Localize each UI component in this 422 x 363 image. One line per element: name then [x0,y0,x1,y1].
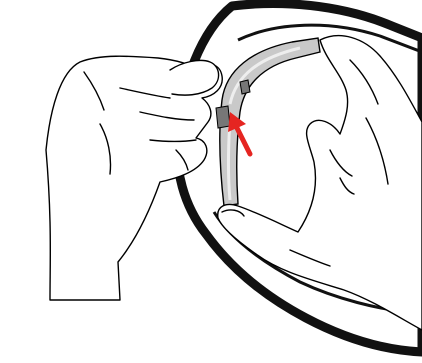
arrow-up-icon [228,112,253,157]
left-hand-icon [45,55,223,301]
right-hand-icon [217,35,422,331]
